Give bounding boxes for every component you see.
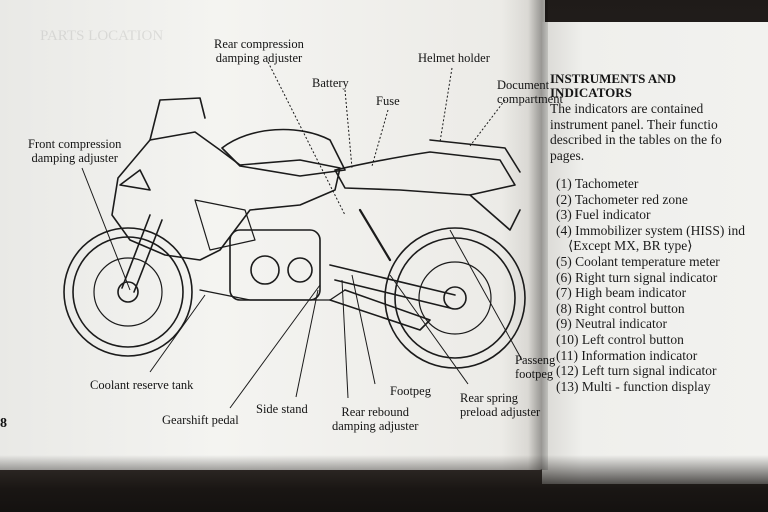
label-side-stand: Side stand (256, 402, 308, 416)
list-item: (13) Multi - function display (556, 378, 711, 394)
intro-line: described in the tables on the fo (550, 132, 722, 147)
label-battery: Battery (312, 76, 349, 90)
list-item: (9) Neutral indicator (556, 316, 667, 332)
list-item: (2) Tachometer red zone (556, 191, 688, 207)
label-gearshift-pedal: Gearshift pedal (162, 413, 239, 427)
label-rear-compression: Rear compression damping adjuster (214, 37, 304, 65)
list-item: (3) Fuel indicator (556, 207, 651, 223)
label-footpeg: Footpeg (390, 384, 431, 398)
label-coolant-reserve-tank: Coolant reserve tank (90, 378, 194, 392)
list-item: (4) Immobilizer system (HISS) ind (556, 222, 745, 238)
list-item: (1) Tachometer (556, 176, 639, 191)
intro-line: instrument panel. Their functio (550, 116, 718, 132)
label-rear-rebound: Rear rebound damping adjuster (332, 405, 419, 433)
label-rear-spring: Rear spring preload adjuster (460, 391, 541, 419)
indicator-list: (1) Tachometer (2) Tachometer red zone (… (556, 176, 768, 394)
list-item: (8) Right control button (556, 300, 685, 316)
table-shadow (0, 455, 768, 512)
label-passenger-footpeg: Passeng footpeg (515, 353, 556, 381)
left-page (0, 0, 545, 470)
list-item: (7) High beam indicator (556, 285, 687, 301)
list-item: (10) Left control button (556, 331, 684, 347)
section-heading: INSTRUMENTS AND INDICATORS (550, 71, 677, 100)
list-item: (11) Information indicator (556, 347, 698, 363)
book-gutter (528, 0, 548, 470)
page-number: 8 (0, 416, 7, 431)
motorcycle-diagram (63, 61, 526, 409)
list-item: (5) Coolant temperature meter (556, 253, 720, 269)
list-item: (12) Left turn signal indicator (556, 363, 717, 379)
label-document-compartment: Document compartment (497, 78, 563, 106)
label-helmet-holder: Helmet holder (418, 51, 490, 65)
right-page (542, 22, 768, 484)
label-fuse: Fuse (376, 94, 400, 108)
list-item: ⟨Except MX, BR type⟩ (568, 238, 693, 254)
intro-paragraph: The indicators are contained instrument … (550, 101, 768, 163)
label-front-compression: Front compression damping adjuster (28, 137, 122, 165)
list-item: (6) Right turn signal indicator (556, 269, 718, 285)
intro-line: The indicators are contained (550, 101, 704, 116)
intro-line: pages. (550, 147, 585, 163)
faded-heading: PARTS LOCATION (40, 28, 164, 44)
